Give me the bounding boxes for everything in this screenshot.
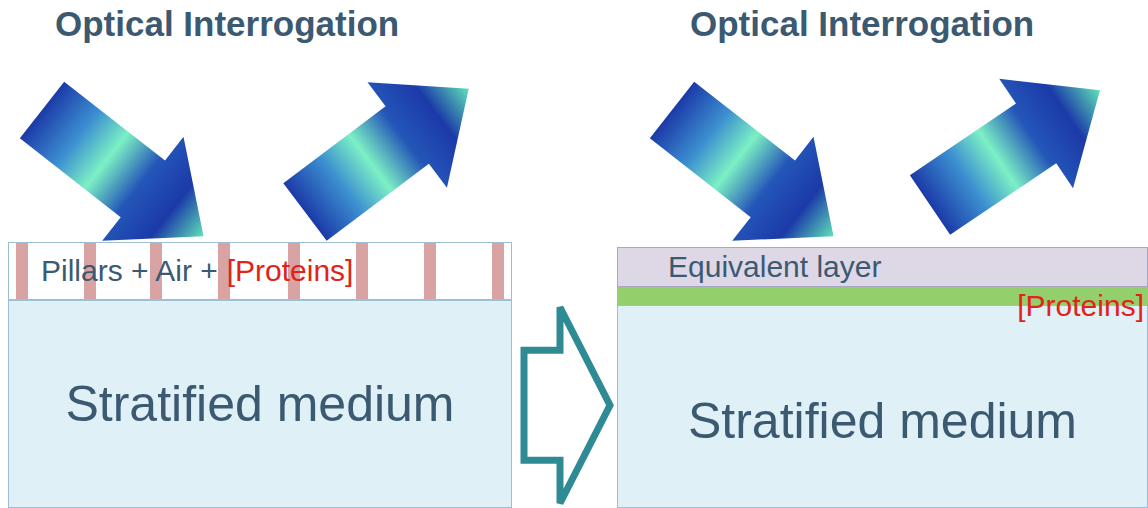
layer-label: Pillars + Air + bbox=[41, 254, 218, 288]
pillars bbox=[16, 243, 504, 300]
reflected-beam bbox=[893, 36, 1137, 260]
protein-label: [Proteins] bbox=[227, 254, 354, 288]
protein-layer: [Proteins] bbox=[617, 287, 1148, 305]
incident-beam bbox=[1, 58, 244, 288]
protein-label: [Proteins] bbox=[1017, 289, 1144, 323]
transform-arrow bbox=[524, 307, 610, 503]
layer-label: Stratified medium bbox=[65, 375, 454, 433]
stratified-medium: Stratified medium bbox=[8, 300, 512, 508]
layer-label: Stratified medium bbox=[688, 392, 1077, 450]
stratified-medium: Stratified medium bbox=[617, 305, 1148, 508]
heading-label: Optical Interrogation bbox=[55, 4, 399, 44]
equivalent-layer: Equivalent layer bbox=[617, 247, 1148, 287]
pillar-layer: Pillars + Air + [Proteins] bbox=[8, 242, 512, 300]
heading-label: Optical Interrogation bbox=[690, 4, 1034, 44]
reflected-beam bbox=[265, 36, 508, 265]
layer-label: Equivalent layer bbox=[668, 250, 881, 284]
